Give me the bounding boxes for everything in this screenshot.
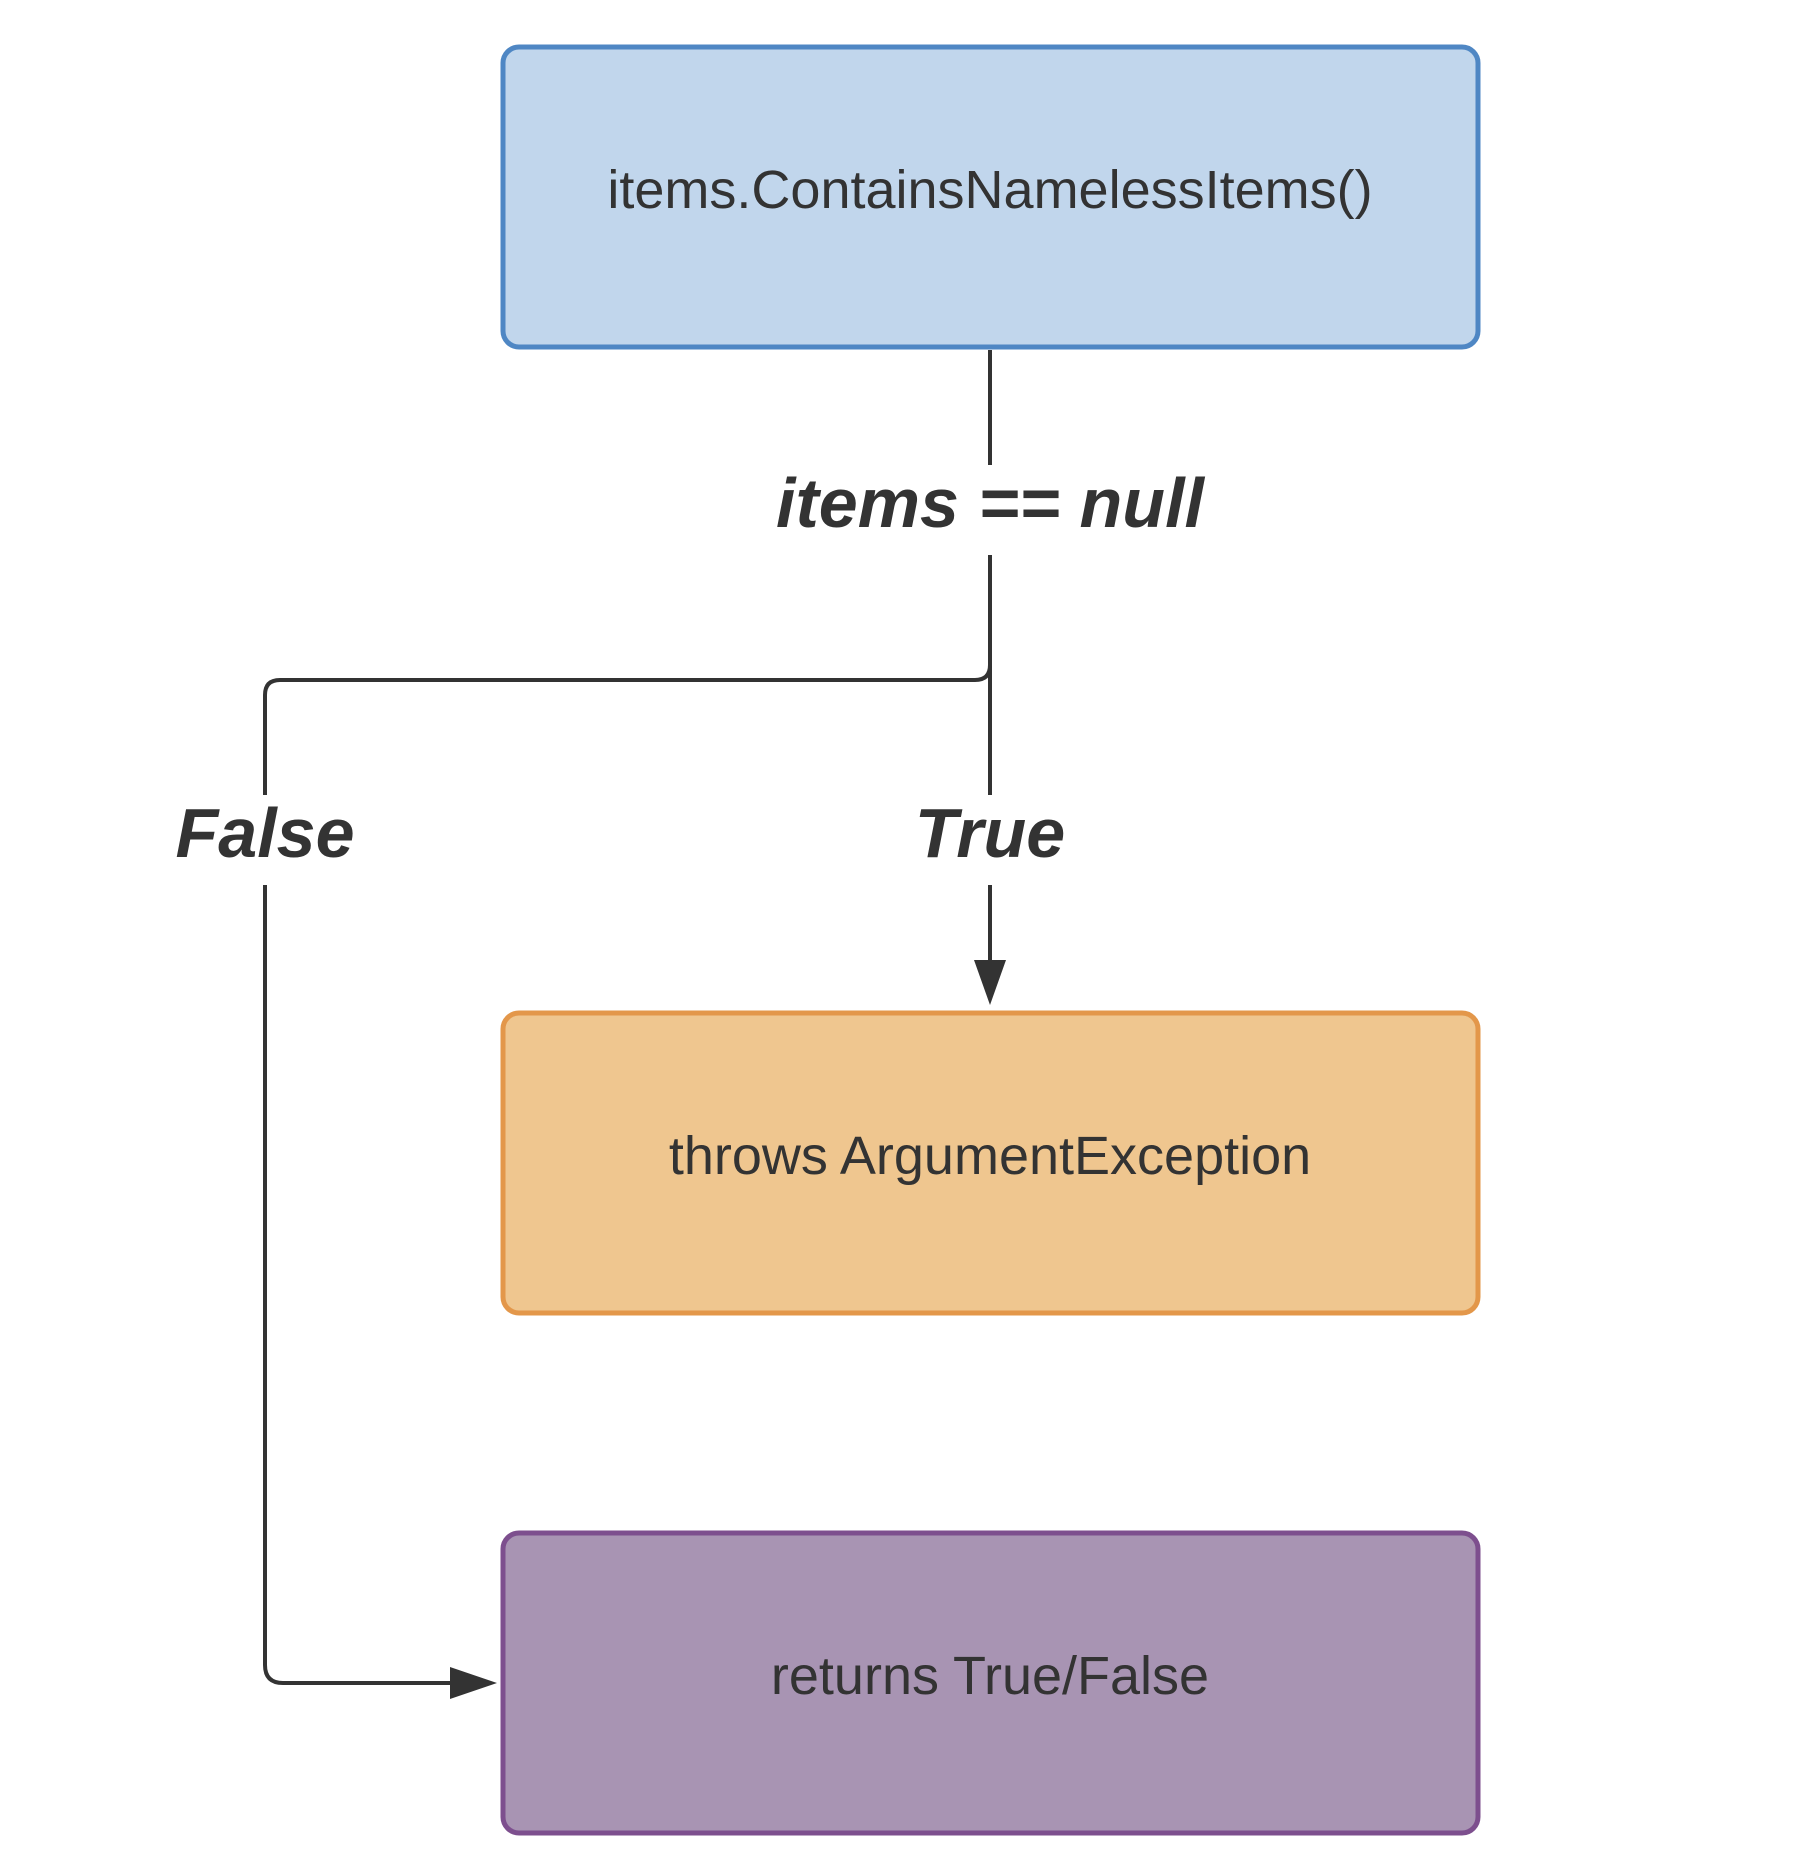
edge-label-condition: items == null <box>776 464 1205 542</box>
node-returns-label: returns True/False <box>771 1646 1209 1706</box>
edge-label-true-bg <box>910 795 1070 885</box>
node-method-call-box <box>500 44 1481 350</box>
edge-label-false: False <box>176 794 355 872</box>
edge-label-condition-bg <box>762 465 1218 555</box>
node-throws-box <box>500 1010 1481 1316</box>
edge-label-false-bg <box>168 795 362 885</box>
node-throws: throws ArgumentException <box>500 1010 1481 1316</box>
arrowhead-true-icon <box>974 960 1006 1005</box>
edge-label-true: True <box>915 794 1065 872</box>
node-method-call-label: items.ContainsNamelessItems() <box>607 160 1372 220</box>
edge-label-false-group: False <box>168 794 362 885</box>
node-returns: returns True/False <box>500 1530 1481 1836</box>
arrowhead-false-icon <box>450 1667 497 1699</box>
node-returns-box <box>500 1530 1481 1836</box>
connector-false-branch <box>263 664 992 1685</box>
node-method-call: items.ContainsNamelessItems() <box>500 44 1481 350</box>
edge-label-true-group: True <box>910 794 1070 885</box>
edge-label-condition-group: items == null <box>762 464 1218 555</box>
node-throws-label: throws ArgumentException <box>669 1126 1311 1186</box>
connector-group <box>263 350 1006 1699</box>
